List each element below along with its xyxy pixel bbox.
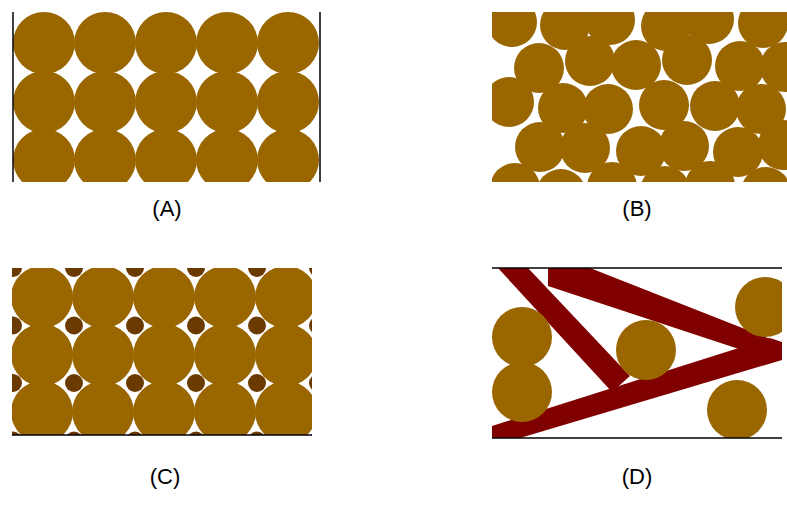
panel-label: (C) [150,466,181,488]
atom [640,166,690,182]
atom [12,381,73,435]
atom [196,71,258,133]
interstitial-lattice [12,268,312,435]
atom [257,12,319,74]
panel-label: (A) [152,198,181,220]
atom [72,324,134,386]
interstitial-atom [309,317,312,335]
atom [133,268,195,328]
panel-edge [492,437,782,439]
atom [784,168,787,182]
atom [72,268,134,328]
atom [783,12,787,43]
atom [255,324,312,386]
atom [194,381,256,435]
atom [616,320,676,380]
interstitial-atom [187,374,205,392]
atom [707,380,767,438]
atom [257,129,319,182]
panel-edge [492,267,782,269]
interstitial-atom [65,317,83,335]
interstitial-atom [248,374,266,392]
atom [492,77,534,127]
atom [196,12,258,74]
panel-edge [12,12,14,182]
atom [735,277,782,337]
interstitial-atom [187,317,205,335]
atom [492,163,540,182]
atom [758,120,787,170]
atom [685,161,735,182]
atom [565,36,615,86]
interstitial-atom [126,374,144,392]
atom [257,71,319,133]
atom [255,268,312,328]
atom [133,381,195,435]
atom [72,381,134,435]
atom [196,129,258,182]
panel-label: (B) [622,198,651,220]
atom [13,12,75,74]
panel-edge [12,434,312,436]
atom [194,324,256,386]
atom [133,324,195,386]
atom [690,81,740,131]
interstitial-atom [248,268,266,277]
atom [135,12,197,74]
panel-label: (D) [622,466,653,488]
interstitial-atom [187,268,205,277]
interstitial-atom [309,268,312,277]
panel-edge [319,12,321,182]
atom [662,35,712,85]
atom [12,268,73,328]
distorted-lattice [492,12,787,182]
atom [12,324,73,386]
interstitial-atom [248,317,266,335]
interstitial-atom [65,268,83,277]
atom [492,362,552,422]
interstitial-atom [126,268,144,277]
atom [135,71,197,133]
atom [255,381,312,435]
atom [741,167,787,182]
atom [135,129,197,182]
atom [74,129,136,182]
pure-metal-lattice [13,12,319,182]
interstitial-atom [309,374,312,392]
atom [492,12,537,47]
atom [13,129,75,182]
interstitial-atom [65,374,83,392]
interstitial-atom [126,317,144,335]
atom [74,12,136,74]
atom [536,169,586,182]
fiber-composite [492,268,782,438]
atom [587,162,637,182]
atom [74,71,136,133]
atom [194,268,256,328]
atom [492,307,552,367]
atom [13,71,75,133]
